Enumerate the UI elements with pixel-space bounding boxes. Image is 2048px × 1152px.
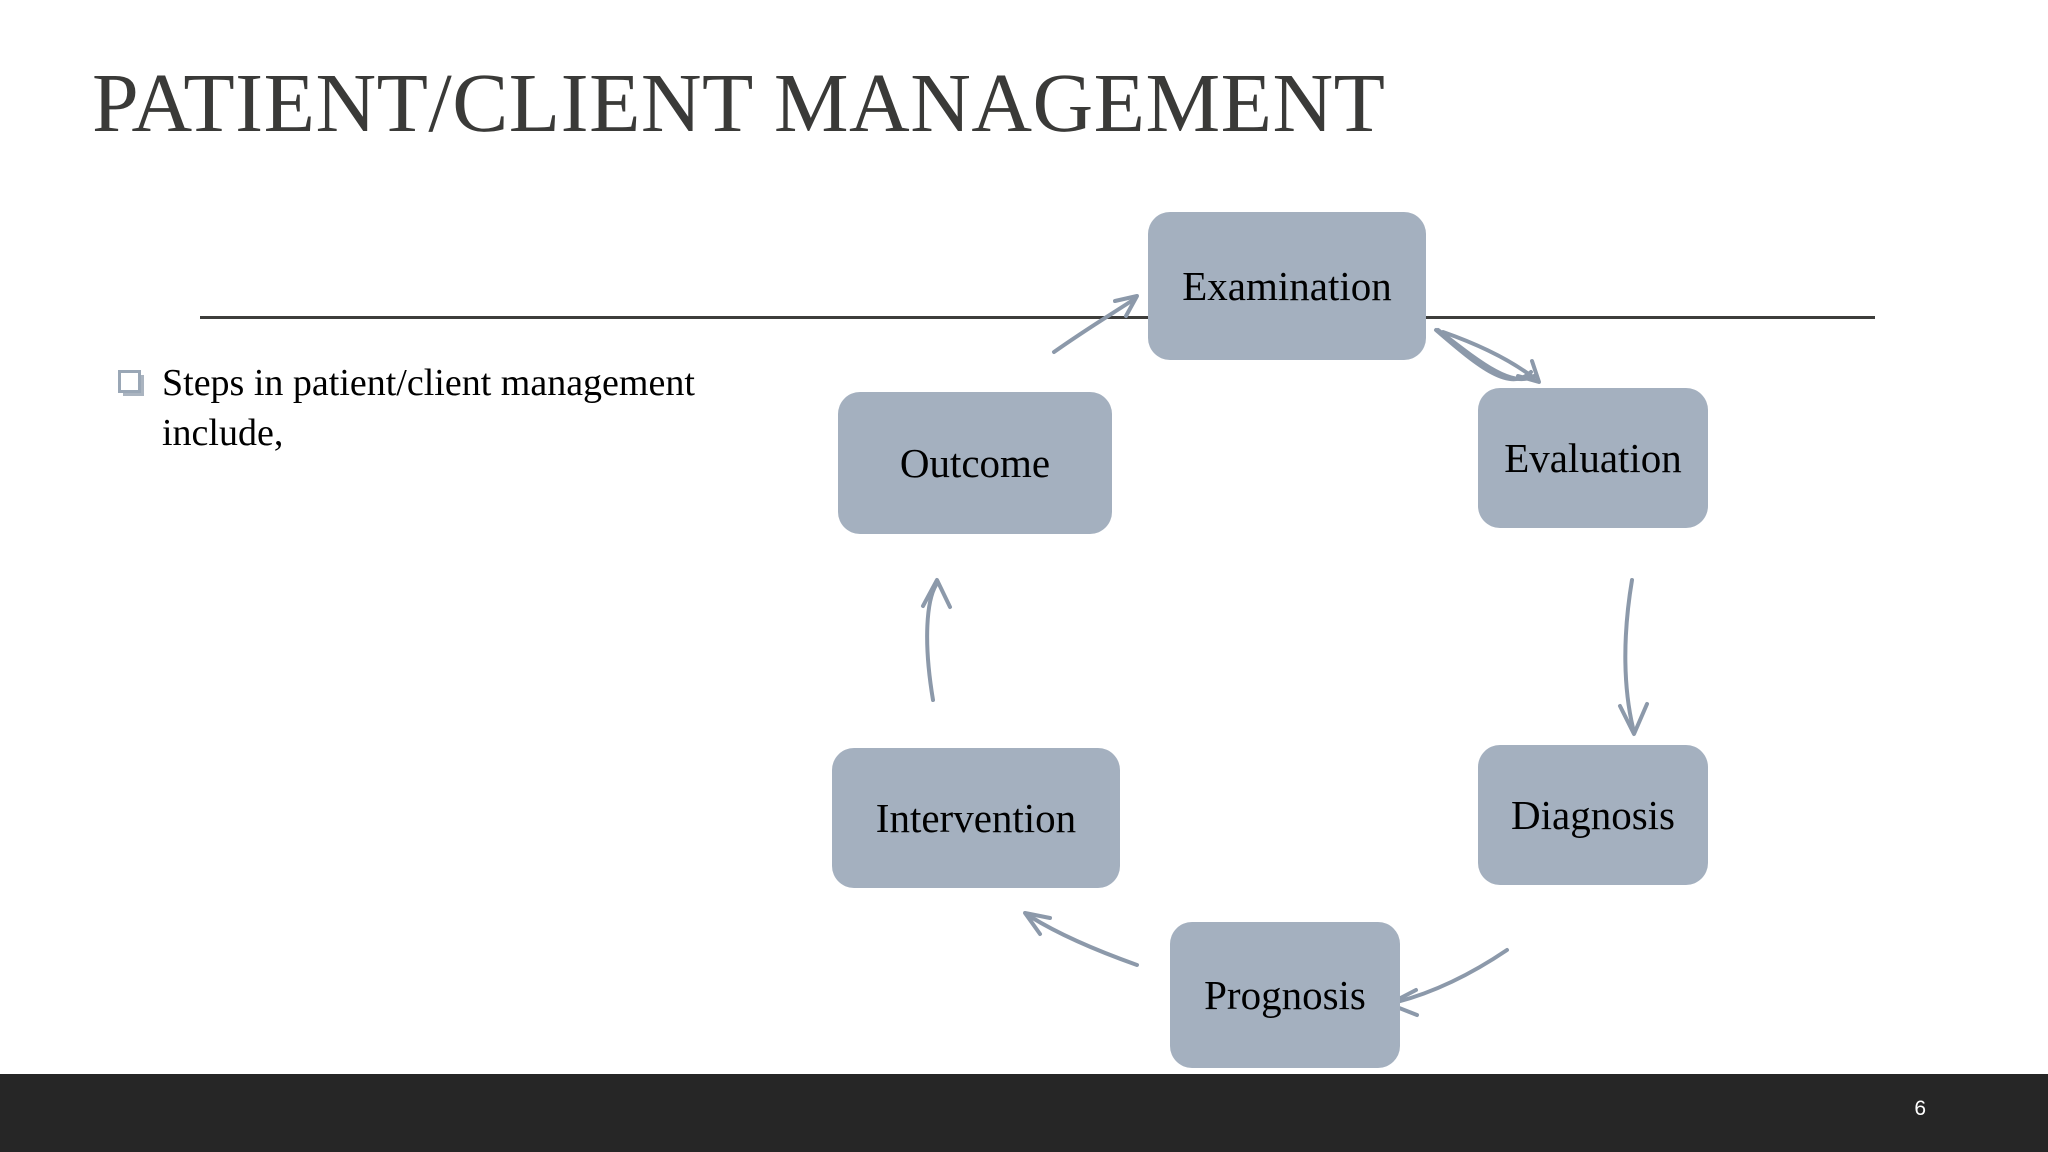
- page-number: 6: [1914, 1097, 1926, 1120]
- arrow-diagnosis-to-prognosis: [1387, 948, 1509, 1017]
- diagram-node-outcome[interactable]: Outcome: [838, 392, 1112, 534]
- node-label: Intervention: [875, 794, 1077, 841]
- node-label: Examination: [1182, 262, 1392, 309]
- hollow-square-bullet-icon: [118, 370, 141, 393]
- node-label: Outcome: [899, 439, 1051, 486]
- diagram-node-intervention[interactable]: Intervention: [832, 748, 1120, 888]
- list-item: Steps in patient/client management inclu…: [118, 358, 798, 458]
- footer-bar: [0, 1074, 2048, 1152]
- arrow-examination-to-evaluation: [1434, 328, 1541, 384]
- node-label: Evaluation: [1504, 434, 1682, 481]
- page-title: PATIENT/CLIENT MANAGEMENT: [92, 57, 1386, 150]
- arrow-outcome-to-examination: [1052, 294, 1139, 354]
- bullet-list: Steps in patient/client management inclu…: [118, 358, 798, 458]
- diagram-node-evaluation[interactable]: Evaluation: [1478, 388, 1708, 528]
- arrow-prognosis-to-intervention: [1023, 911, 1139, 967]
- node-label: Prognosis: [1204, 971, 1366, 1018]
- list-item-label: Steps in patient/client management inclu…: [162, 362, 695, 455]
- arrow-intervention-to-outcome: [921, 578, 952, 702]
- title-divider-rule: [200, 316, 1875, 319]
- arrow-evaluation-to-diagnosis: [1618, 578, 1649, 736]
- node-label: Diagnosis: [1511, 791, 1675, 838]
- diagram-node-diagnosis[interactable]: Diagnosis: [1478, 745, 1708, 885]
- diagram-node-examination[interactable]: Examination: [1148, 212, 1426, 360]
- diagram-node-prognosis[interactable]: Prognosis: [1170, 922, 1400, 1068]
